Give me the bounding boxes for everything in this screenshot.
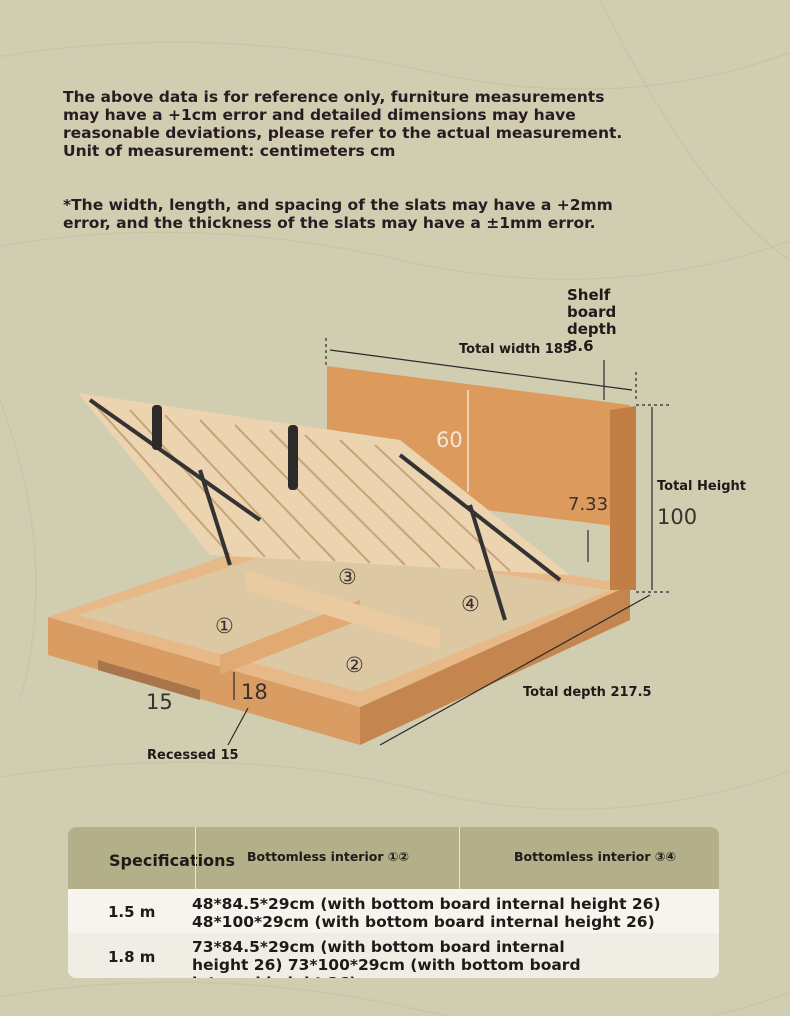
recessed-label: Recessed 15 — [147, 748, 239, 763]
total-height-value: 100 — [657, 505, 698, 529]
compartment-2: ② — [345, 653, 364, 677]
header-divider — [459, 827, 460, 889]
bed-diagram — [48, 338, 670, 746]
depth-dimension-line — [379, 594, 651, 746]
shelf-gap-value: 7.33 — [568, 494, 609, 515]
recess-value: 15 — [146, 690, 173, 714]
header-interior-12: Bottomless interior ①② — [247, 849, 410, 864]
table-row: 1.8 m 73*84.5*29cm (with bottom board in… — [68, 933, 719, 978]
headboard-height-value: 60 — [436, 428, 463, 452]
table-row: 1.5 m 48*84.5*29cm (with bottom board in… — [68, 889, 719, 933]
header-interior-34: Bottomless interior ③④ — [514, 849, 677, 864]
slat-lid — [78, 393, 570, 621]
spec-table: Specifications Bottomless interior ①② Bo… — [68, 827, 719, 978]
compartment-1: ① — [215, 614, 234, 638]
shelf-board-label: Shelf board depth 8.6 — [567, 286, 617, 355]
table-header: Specifications Bottomless interior ①② Bo… — [68, 827, 719, 889]
header-specifications: Specifications — [109, 851, 235, 870]
row-size: 1.5 m — [108, 903, 156, 921]
compartment-3: ③ — [338, 565, 357, 589]
side-height-value: 18 — [241, 680, 268, 704]
width-dimension-line — [329, 349, 633, 391]
row-value: 48*84.5*29cm (with bottom board internal… — [192, 895, 661, 931]
header-divider — [195, 827, 196, 889]
compartment-4: ④ — [461, 592, 480, 616]
slats-note: *The width, length, and spacing of the s… — [63, 196, 613, 232]
total-height-label: Total Height — [657, 479, 746, 494]
bed-base — [48, 530, 630, 745]
row-value: 73*84.5*29cm (with bottom board internal… — [192, 938, 581, 978]
total-depth-label: Total depth 217.5 — [523, 685, 652, 700]
reference-note: The above data is for reference only, fu… — [63, 88, 623, 160]
row-size: 1.8 m — [108, 948, 156, 966]
total-width-label: Total width 185 — [459, 342, 572, 357]
